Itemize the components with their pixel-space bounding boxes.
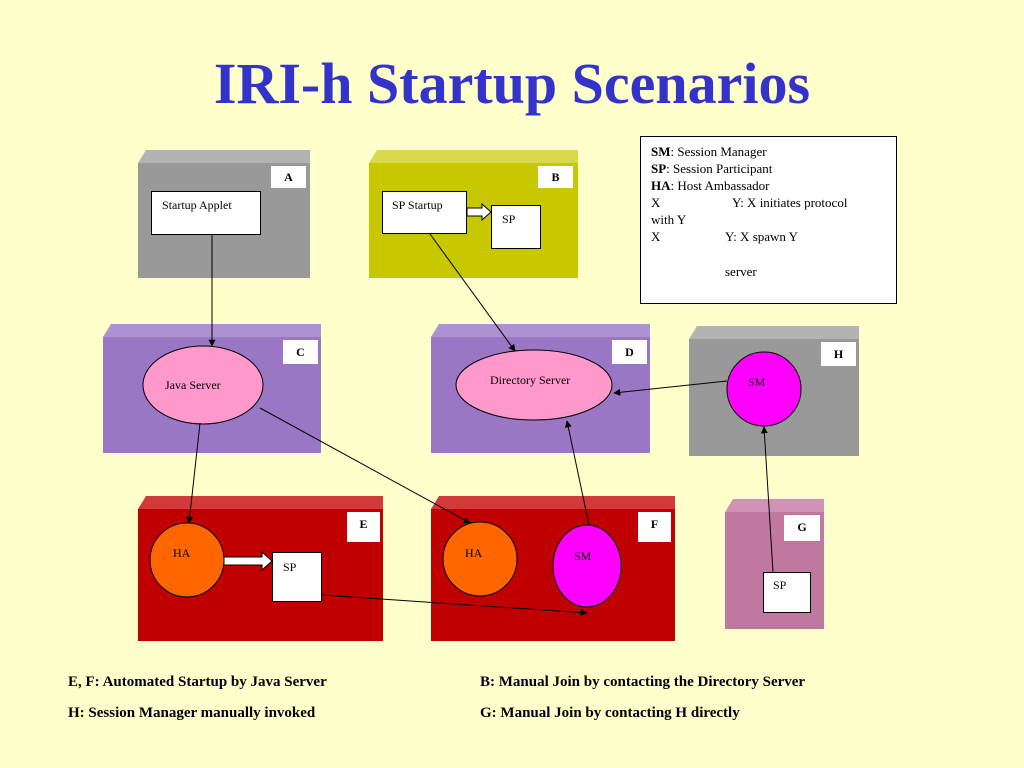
sp-g-label: SP [773,578,787,592]
legend-x-protocol: X [651,195,661,210]
java-server-label: Java Server [165,378,221,392]
arrow-spstartup-to-directory [429,233,516,352]
directory-server-ellipse [455,349,613,421]
tag-h: H [821,342,856,366]
tag-a: A [271,166,306,188]
legend-box: SM: Session Manager SP: Session Particip… [640,136,897,304]
legend-server-text: server [725,264,757,279]
spawn-arrow-e [223,550,273,572]
startup-applet-label: Startup Applet [162,198,232,212]
sp-e-box: SP [272,552,322,602]
legend-sp-line: SP: Session Participant [651,161,773,176]
caption-ef: E, F: Automated Startup by Java Server [68,674,327,690]
tag-d: D [612,340,647,364]
legend-ha-line: HA: Host Ambassador [651,178,770,193]
legend-sm-line: SM: Session Manager [651,144,767,159]
page-title: IRI-h Startup Scenarios [213,51,811,116]
sm-h-circle [726,351,802,427]
spawn-arrow-b [466,202,492,222]
arrow-java-to-ha-f [259,407,471,524]
legend-with-y: with Y [651,212,687,227]
tag-b: B [538,166,573,188]
ha-e-circle [149,522,225,598]
caption-b: B: Manual Join by contacting the Directo… [480,674,806,690]
ha-f-label: HA [465,546,483,560]
tag-f: F [638,512,671,542]
sp-startup-label: SP Startup [392,198,443,212]
sm-f-label: SM [574,549,592,563]
caption-g: G: Manual Join by contacting H directly [480,705,740,721]
tag-c: C [283,340,318,364]
caption-h: H: Session Manager manually invoked [68,705,316,721]
startup-applet-box: Startup Applet [151,191,261,235]
arrow-sm-f-to-directory [564,420,590,526]
legend-x-spawn: X [651,229,661,244]
sp-b-box: SP [491,205,541,249]
arrow-sp-g-to-sm-h [760,426,774,573]
tag-g: G [784,515,820,541]
tag-e: E [347,512,380,542]
java-server-ellipse [142,345,264,425]
ha-f-circle [442,521,518,597]
arrow-java-to-ha-e [186,422,201,524]
legend-protocol-text: Y: X initiates protocol [732,195,848,210]
sm-h-label: SM [748,375,766,389]
arrow-sm-h-to-directory [613,380,728,396]
sp-g-box: SP [763,572,811,613]
sm-f-ellipse [552,524,622,608]
arrow-sp-e-to-sm-f [321,594,588,617]
sp-b-label: SP [502,212,516,226]
ha-e-label: HA [173,546,191,560]
legend-spawn-text: Y: X spawn Y [725,229,799,244]
sp-e-label: SP [283,560,297,574]
directory-server-label: Directory Server [490,373,571,387]
sp-startup-box: SP Startup [382,191,467,234]
